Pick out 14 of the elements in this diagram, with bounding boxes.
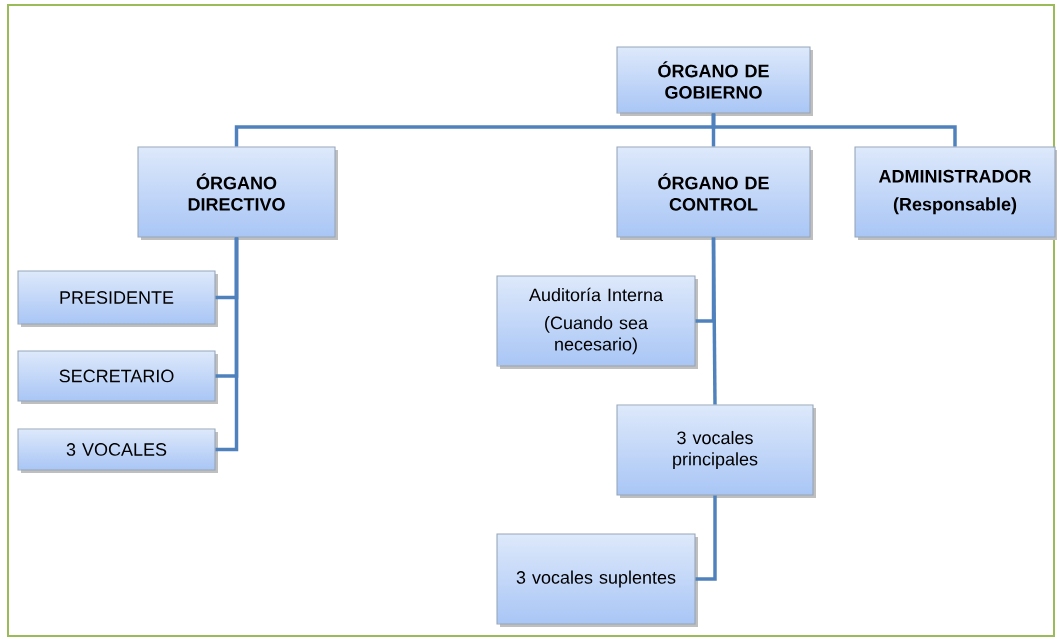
member-box: 3 vocales principales bbox=[616, 404, 816, 498]
member-box: 3 vocales suplentes bbox=[496, 533, 698, 627]
control-box: ÓRGANO DE CONTROL bbox=[616, 146, 813, 240]
member-box: SECRETARIO bbox=[17, 350, 218, 404]
governing-box: ÓRGANO DE GOBIERNO bbox=[616, 46, 813, 116]
connector-line bbox=[711, 237, 717, 405]
member-box: 3 VOCALES bbox=[17, 428, 218, 473]
connector-line bbox=[711, 113, 957, 147]
member-box: PRESIDENTE bbox=[17, 270, 218, 327]
audit-box: Auditoría Interna (Cuando sea necesario) bbox=[496, 275, 698, 369]
connector-line bbox=[695, 495, 717, 581]
management-box: ÓRGANO DIRECTIVO bbox=[137, 146, 338, 240]
connector-line bbox=[215, 237, 239, 452]
administrator-box: ADMINISTRADOR (Responsable) bbox=[854, 146, 1057, 240]
